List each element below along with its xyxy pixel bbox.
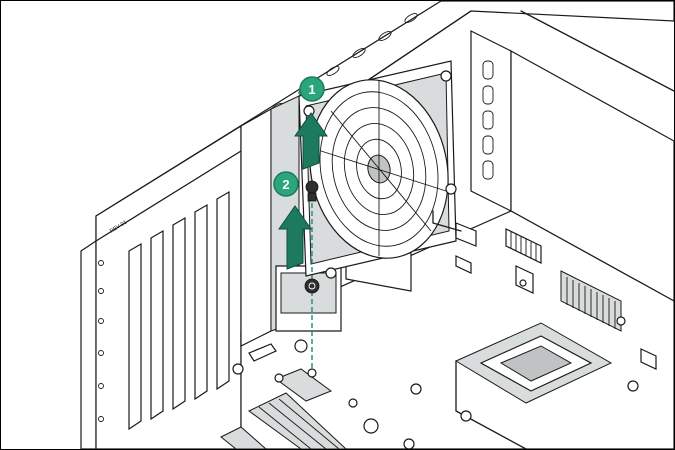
small-header <box>455 255 472 274</box>
pci-slot-covers <box>128 190 230 431</box>
callout-2-label: 2 <box>282 177 289 192</box>
standoff-target <box>307 368 317 378</box>
screw-icon <box>305 180 319 202</box>
standoffs <box>232 279 639 449</box>
callout-1: 1 <box>299 76 325 102</box>
lift-arrow-upper <box>294 112 328 170</box>
system-fan <box>298 60 462 279</box>
rear-vent-bracket <box>470 30 512 212</box>
pcie-slots <box>220 368 347 449</box>
chassis-right-wall <box>510 10 674 302</box>
m2-connector <box>248 343 277 362</box>
screw-hole-icon <box>304 278 320 294</box>
callout-2: 2 <box>273 171 299 197</box>
heatsink <box>560 270 622 332</box>
lift-arrow-lower <box>278 205 312 270</box>
rear-panel: REV 01 <box>80 124 242 449</box>
panel-screw-holes <box>98 260 104 422</box>
right-header <box>640 348 657 370</box>
fan-screw-assembly <box>304 180 320 378</box>
power-connector <box>505 228 542 264</box>
aux-connector <box>515 265 534 294</box>
motherboard <box>220 210 674 449</box>
callout-1-label: 1 <box>308 82 315 97</box>
cpu-socket <box>454 322 613 449</box>
